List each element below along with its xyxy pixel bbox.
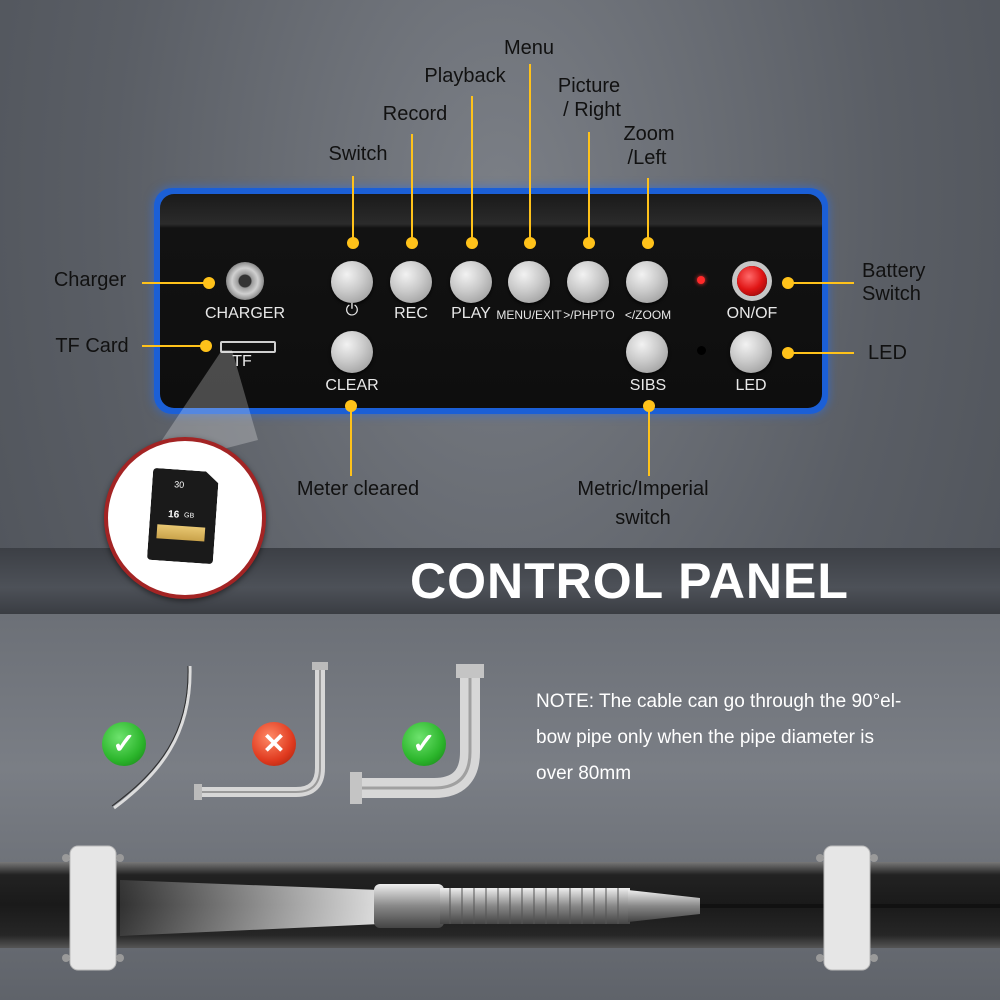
on-off-button[interactable] bbox=[737, 266, 767, 296]
led-label: LED bbox=[735, 377, 767, 394]
connector-sibs bbox=[648, 406, 650, 476]
connector-clear bbox=[350, 406, 352, 476]
zoom-left-button[interactable] bbox=[626, 261, 668, 303]
sd-card-speed: 30 bbox=[173, 479, 185, 490]
clear-button[interactable] bbox=[331, 331, 373, 373]
callout-record: Record bbox=[382, 103, 448, 125]
play-label: PLAY bbox=[451, 305, 491, 322]
tf-card-slot[interactable] bbox=[220, 341, 276, 353]
led-button[interactable] bbox=[730, 331, 772, 373]
menu-exit-label: MENU/EXIT bbox=[496, 308, 562, 322]
connector-menu bbox=[529, 64, 531, 242]
check-icon: ✓ bbox=[402, 722, 446, 766]
callout-picture-right-line2: / Right bbox=[563, 99, 621, 121]
callout-playback: Playback bbox=[424, 65, 506, 87]
tf-label: TF bbox=[232, 353, 252, 370]
connector-dot-tf bbox=[200, 340, 212, 352]
callout-picture-right-line1: Picture bbox=[557, 75, 621, 97]
callout-menu: Menu bbox=[503, 37, 555, 59]
control-panel-face bbox=[160, 194, 822, 408]
connector-dot-playback bbox=[466, 237, 478, 249]
on-off-label: ON/OF bbox=[726, 305, 778, 322]
connector-led bbox=[792, 352, 854, 354]
callout-tf-card: TF Card bbox=[55, 335, 129, 357]
callout-metric-imperial-line1: Metric/Imperial bbox=[577, 478, 709, 500]
flexible-cable-illustration bbox=[111, 665, 192, 810]
rec-label: REC bbox=[394, 305, 428, 322]
menu-exit-button[interactable] bbox=[508, 261, 550, 303]
callout-zoom-left-line1: Zoom bbox=[623, 123, 675, 145]
note-line-3: over 80mm bbox=[536, 763, 632, 784]
power-symbol-label: ⏻ bbox=[345, 302, 359, 319]
narrow-elbow-illustration bbox=[194, 662, 328, 800]
note-text: NOTE: The cable can go through the 90°el… bbox=[536, 684, 956, 792]
connector-record bbox=[411, 134, 413, 242]
photo-label: >/PHPTO bbox=[563, 308, 615, 322]
callout-metric-imperial-line2: switch bbox=[615, 507, 671, 529]
connector-playback bbox=[471, 96, 473, 242]
connector-dot-sibs bbox=[643, 400, 655, 412]
sd-card-capacity: 16 bbox=[167, 508, 180, 521]
connector-picture bbox=[588, 132, 590, 242]
connector-charger bbox=[142, 282, 208, 284]
check-icon: ✓ bbox=[102, 722, 146, 766]
callout-led: LED bbox=[868, 342, 907, 364]
connector-dot-battery bbox=[782, 277, 794, 289]
callout-switch: Switch bbox=[328, 143, 388, 165]
sd-card-unit: GB bbox=[183, 512, 195, 520]
play-button[interactable] bbox=[450, 261, 492, 303]
photo-right-button[interactable] bbox=[567, 261, 609, 303]
callout-battery-switch-line1: Battery bbox=[862, 260, 926, 282]
cross-icon: ✕ bbox=[252, 722, 296, 766]
note-line-1: NOTE: The cable can go through the 90°el… bbox=[536, 691, 902, 712]
connector-dot-clear bbox=[345, 400, 357, 412]
connector-tf bbox=[142, 345, 204, 347]
wide-elbow-illustration bbox=[350, 664, 484, 804]
callout-zoom-left-line2: /Left bbox=[627, 147, 667, 169]
connector-dot-charger bbox=[203, 277, 215, 289]
connector-battery bbox=[792, 282, 854, 284]
power-switch-button[interactable] bbox=[331, 261, 373, 303]
callout-meter-cleared: Meter cleared bbox=[296, 478, 420, 500]
connector-dot-record bbox=[406, 237, 418, 249]
sibs-label: SIBS bbox=[629, 377, 667, 394]
led-sensor-hole bbox=[697, 346, 706, 355]
page-title: CONTROL PANEL bbox=[410, 553, 849, 609]
rec-button[interactable] bbox=[390, 261, 432, 303]
zoom-label: </ZOOM bbox=[624, 308, 672, 322]
charger-label: CHARGER bbox=[204, 305, 285, 322]
connector-zoom bbox=[647, 178, 649, 242]
connector-dot-menu bbox=[524, 237, 536, 249]
connector-dot-picture bbox=[583, 237, 595, 249]
sd-card-icon: 30 16 GB bbox=[147, 468, 219, 564]
connector-dot-switch bbox=[347, 237, 359, 249]
connector-dot-led bbox=[782, 347, 794, 359]
sibs-button[interactable] bbox=[626, 331, 668, 373]
connector-switch bbox=[352, 176, 354, 242]
status-indicator-light bbox=[697, 276, 705, 284]
connector-dot-zoom bbox=[642, 237, 654, 249]
pipe-with-camera-illustration bbox=[0, 845, 1000, 971]
note-line-2: bow pipe only when the pipe diameter is bbox=[536, 727, 874, 748]
charger-port[interactable] bbox=[226, 262, 264, 300]
sd-card-label-strip bbox=[156, 524, 205, 541]
control-panel bbox=[154, 188, 828, 414]
callout-battery-switch-line2: Switch bbox=[862, 283, 921, 305]
callout-charger: Charger bbox=[53, 269, 127, 291]
clear-label: CLEAR bbox=[325, 377, 379, 394]
